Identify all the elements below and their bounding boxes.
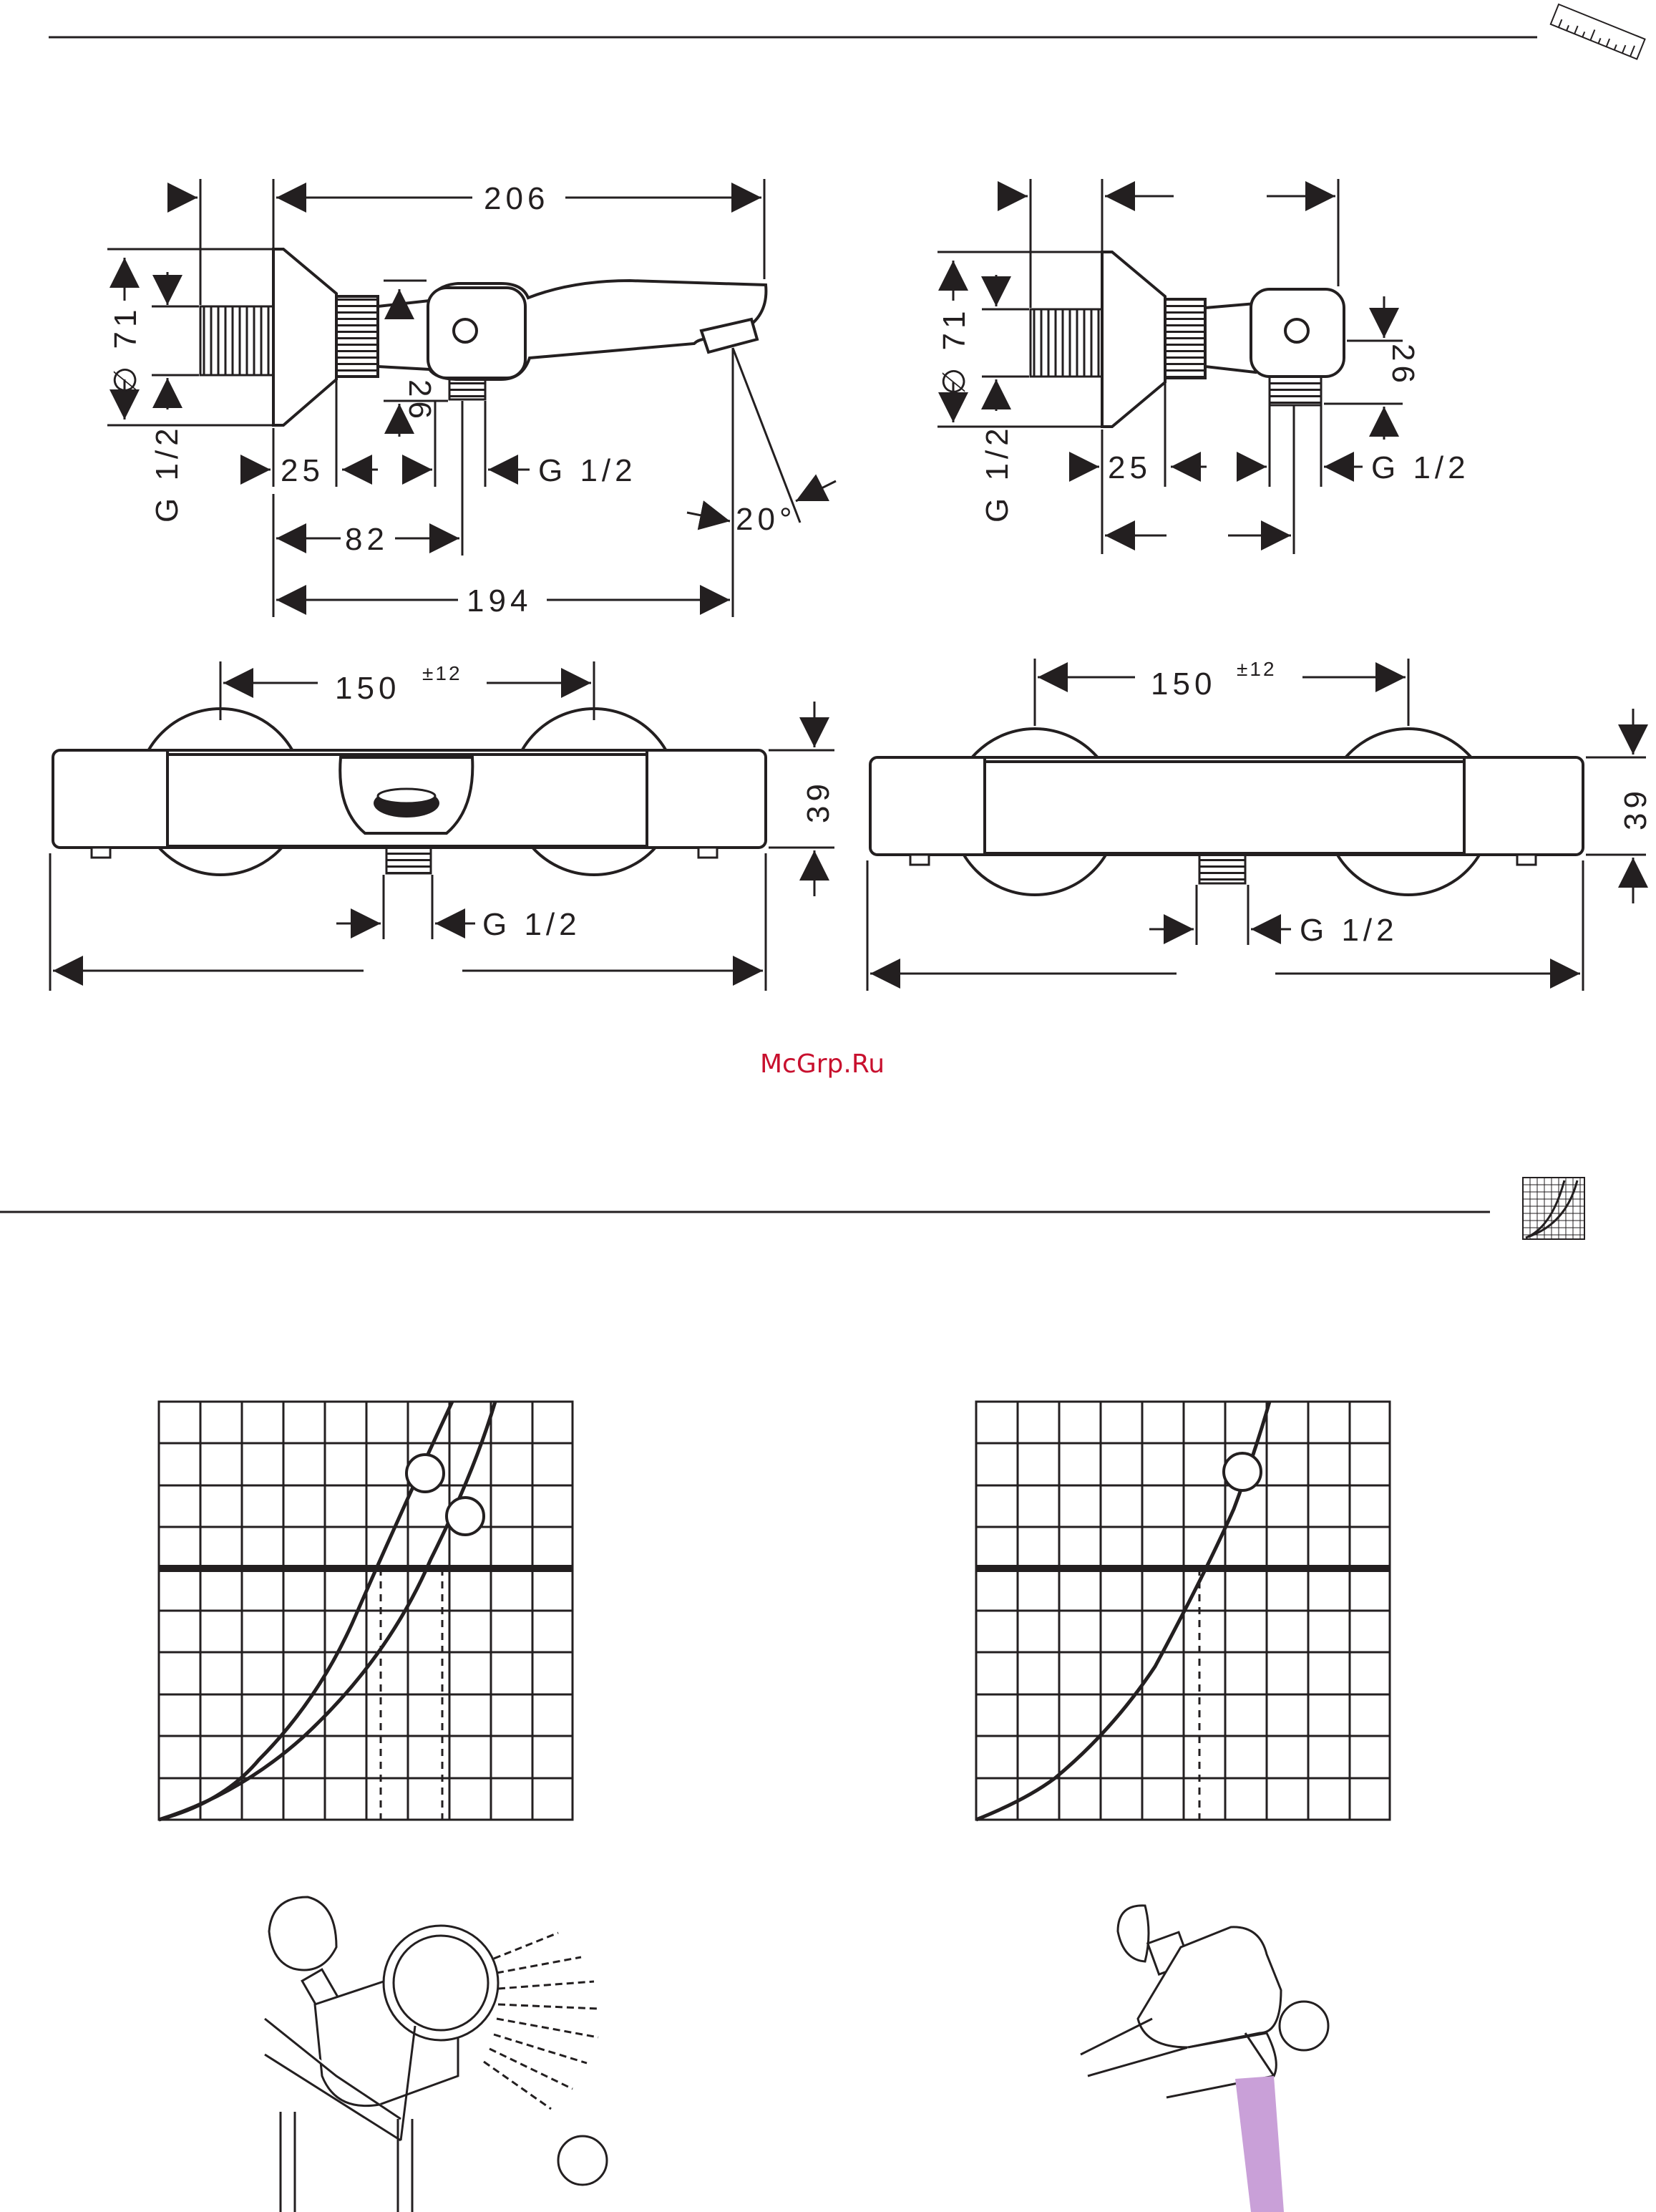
dim-26-label: 26 [1385,344,1421,387]
dim-25-label: 25 [1108,450,1151,485]
dim-20deg-label: 20° [736,502,797,537]
flow-chart-right [976,1402,1390,1820]
dim-82-label: 82 [345,522,389,557]
dim-g12-outlet-label: G 1/2 [538,453,637,488]
curve-marker-1 [1224,1453,1261,1490]
dim-g12-label: G 1/2 [482,907,581,942]
threaded-connector [200,306,273,375]
bath-spout-illustration [1081,1906,1328,2212]
dim-150-label: 150 [1151,666,1216,702]
water-stream [1235,2076,1284,2212]
flow-chart-left [159,1402,573,1820]
top-left-side-drawing: 206 ∅ 71 G 1/2 26 25 G 1/2 [107,179,836,619]
mixer-body [1205,304,1255,372]
bottom-outlet-thread [449,379,485,399]
dim-39-label: 39 [1618,787,1653,830]
ruler-icon [1551,4,1645,59]
dim-diameter-71-label: ∅ 71 [108,306,143,394]
dim-26-label: 26 [402,379,437,423]
left-foot [92,848,110,858]
dim-g12-label: G 1/2 [1300,913,1398,948]
wall-flange [273,249,336,425]
dim-g12-left-label: G 1/2 [980,424,1015,523]
dim-194-label: 194 [467,583,532,619]
center-body [985,762,1464,853]
dim-g12-left-label: G 1/2 [150,424,185,523]
bottom-left-front-drawing: 150 ±12 39 G 1/2 [50,661,836,991]
dim-g12-outlet-label: G 1/2 [1371,450,1470,485]
right-foot [1517,855,1536,865]
dim-tolerance-label: ±12 [1237,658,1277,680]
dim-25-label: 25 [281,453,324,488]
left-foot [910,855,929,865]
union-nut [336,296,378,377]
bottom-outlet-thread [1199,855,1245,883]
handle-square [1251,289,1344,377]
flow-chart-icon [1523,1178,1584,1239]
hand-shower-illustration [265,1897,607,2212]
bottom-outlet-thread [1270,377,1321,405]
bottom-outlet-thread [386,848,431,873]
dim-150-label: 150 [335,671,400,706]
top-right-side-drawing: ∅ 71 G 1/2 26 25 G 1/2 [937,179,1470,554]
hand-shower-marker [558,2136,607,2185]
bath-spout-marker [1280,2002,1328,2050]
curve-marker-1 [406,1455,444,1492]
threaded-connector [1031,309,1102,377]
bottom-right-front-drawing: 150 ±12 39 G 1/2 [867,658,1653,991]
wall-flange [1102,252,1165,427]
dim-39-label: 39 [801,780,836,823]
curve-marker-2 [447,1498,484,1535]
watermark-text: McGrp.Ru [760,1049,885,1079]
dim-diameter-71-label: ∅ 71 [937,307,972,396]
dim-206-label: 206 [484,181,549,216]
union-nut [1165,299,1205,378]
dim-tolerance-label: ±12 [422,662,462,684]
right-foot [698,848,717,858]
